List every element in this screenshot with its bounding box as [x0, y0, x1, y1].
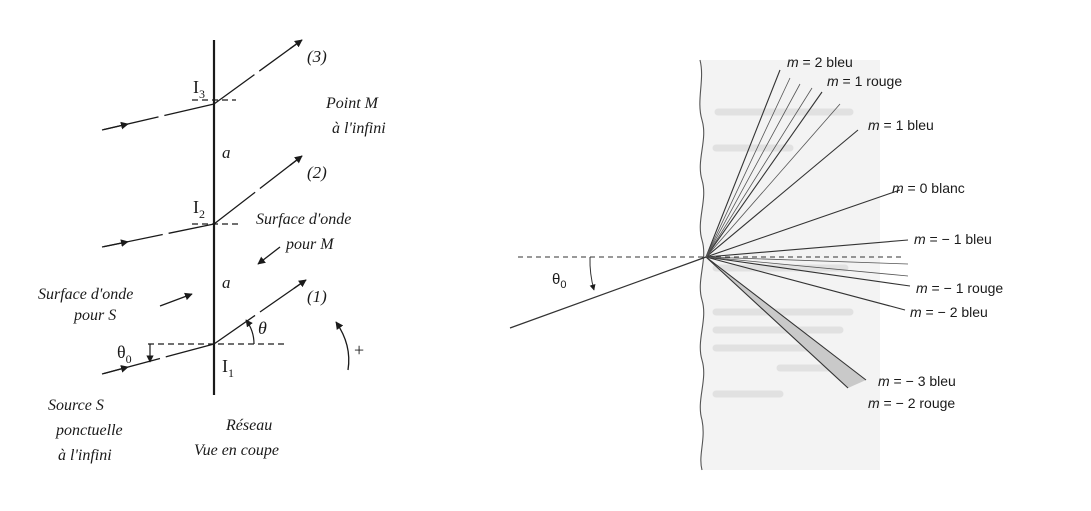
order-label-mneg2-bleu: m = − 2 bleu: [910, 304, 988, 320]
grating-line1: Réseau: [225, 417, 272, 434]
diffracted-ray-3: [213, 39, 303, 105]
fan-lines: [705, 77, 909, 277]
order-ray-mneg3-bleu: [705, 256, 867, 381]
spacing-label-upper: a: [222, 143, 231, 162]
ray-label-3: (3): [307, 47, 327, 66]
surface-m-line2: pour M: [285, 236, 335, 253]
incidence-arc: [589, 256, 596, 291]
surface-s-arrow: [159, 292, 193, 307]
source-line1: Source S: [48, 397, 104, 414]
incident-ray: [509, 256, 707, 329]
point-label-i2: I2: [193, 197, 205, 221]
diffracted-arrow-1: [293, 279, 307, 289]
spacing-label-lower: a: [222, 273, 231, 292]
diffracted-arrow-3: [289, 39, 303, 50]
left-diagram: [101, 39, 350, 395]
order-label-m2-bleu: m = 2 bleu: [787, 54, 853, 70]
order-ray-m0-blanc: [705, 189, 901, 258]
right-labels: θ0 m = 2 bleu m = 1 rouge m = 1 bleu m =…: [552, 54, 1003, 411]
diffracted-ray-1: [213, 279, 307, 345]
plus-rotation-arrow: [335, 321, 350, 371]
order-label-m1-bleu: m = 1 bleu: [868, 117, 934, 133]
right-diagram: [509, 59, 911, 471]
plus-label: +: [354, 340, 364, 360]
order-label-m1-rouge: m = 1 rouge: [827, 73, 902, 89]
point-label-i1: I1: [222, 356, 234, 380]
order-label-mneg1-rouge: m = − 1 rouge: [916, 280, 1003, 296]
point-m-line1: Point M: [325, 95, 380, 112]
source-line2: ponctuelle: [55, 422, 123, 439]
theta0-label: θ0: [117, 342, 132, 366]
order-ray-m1-bleu: [705, 129, 859, 258]
surface-m-line1: Surface d'onde: [256, 211, 351, 228]
order-label-mneg2-rouge: m = − 2 rouge: [868, 395, 955, 411]
order-ray-mneg2-bleu: [705, 256, 906, 311]
surface-m-arrow: [257, 246, 281, 265]
order-wedge-neg3-neg2: [706, 257, 866, 388]
incident-arrow-2: [103, 239, 129, 248]
incident-arrow-1: [103, 365, 129, 375]
order-label-mneg1-bleu: m = − 1 bleu: [914, 231, 992, 247]
incidence-angle-label: θ0: [552, 271, 566, 291]
order-ray-mneg1-rouge: [705, 256, 911, 287]
grating-line2: Vue en coupe: [194, 442, 279, 459]
ray-label-1: (1): [307, 287, 327, 306]
diffracted-arrow-2: [289, 155, 303, 166]
order-rays: [705, 69, 911, 389]
order-ray-mneg2-rouge: [705, 256, 849, 389]
incident-arrow-3: [103, 121, 129, 131]
order-label-mneg3-bleu: m = − 3 bleu: [878, 373, 956, 389]
point-label-i3: I3: [193, 77, 205, 101]
left-labels: (3) (2) (1) I3 I2 I1 a a θ θ0 + Point M …: [38, 47, 386, 464]
theta-arc: [245, 319, 255, 345]
ray-label-2: (2): [307, 163, 327, 182]
theta-label: θ: [258, 318, 267, 338]
order-ray-mneg1-bleu: [705, 239, 909, 258]
source-line3: à l'infini: [58, 447, 112, 464]
surface-s-line1: Surface d'onde: [38, 286, 133, 303]
grating-edge: [699, 59, 705, 471]
diffracted-ray-2: [213, 155, 303, 225]
point-m-line2: à l'infini: [332, 120, 386, 137]
surface-s-line2: pour S: [73, 307, 116, 324]
order-ray-m1-rouge: [705, 91, 823, 258]
order-label-m0-blanc: m = 0 blanc: [892, 180, 965, 196]
order-ray-m2-bleu: [705, 69, 781, 258]
